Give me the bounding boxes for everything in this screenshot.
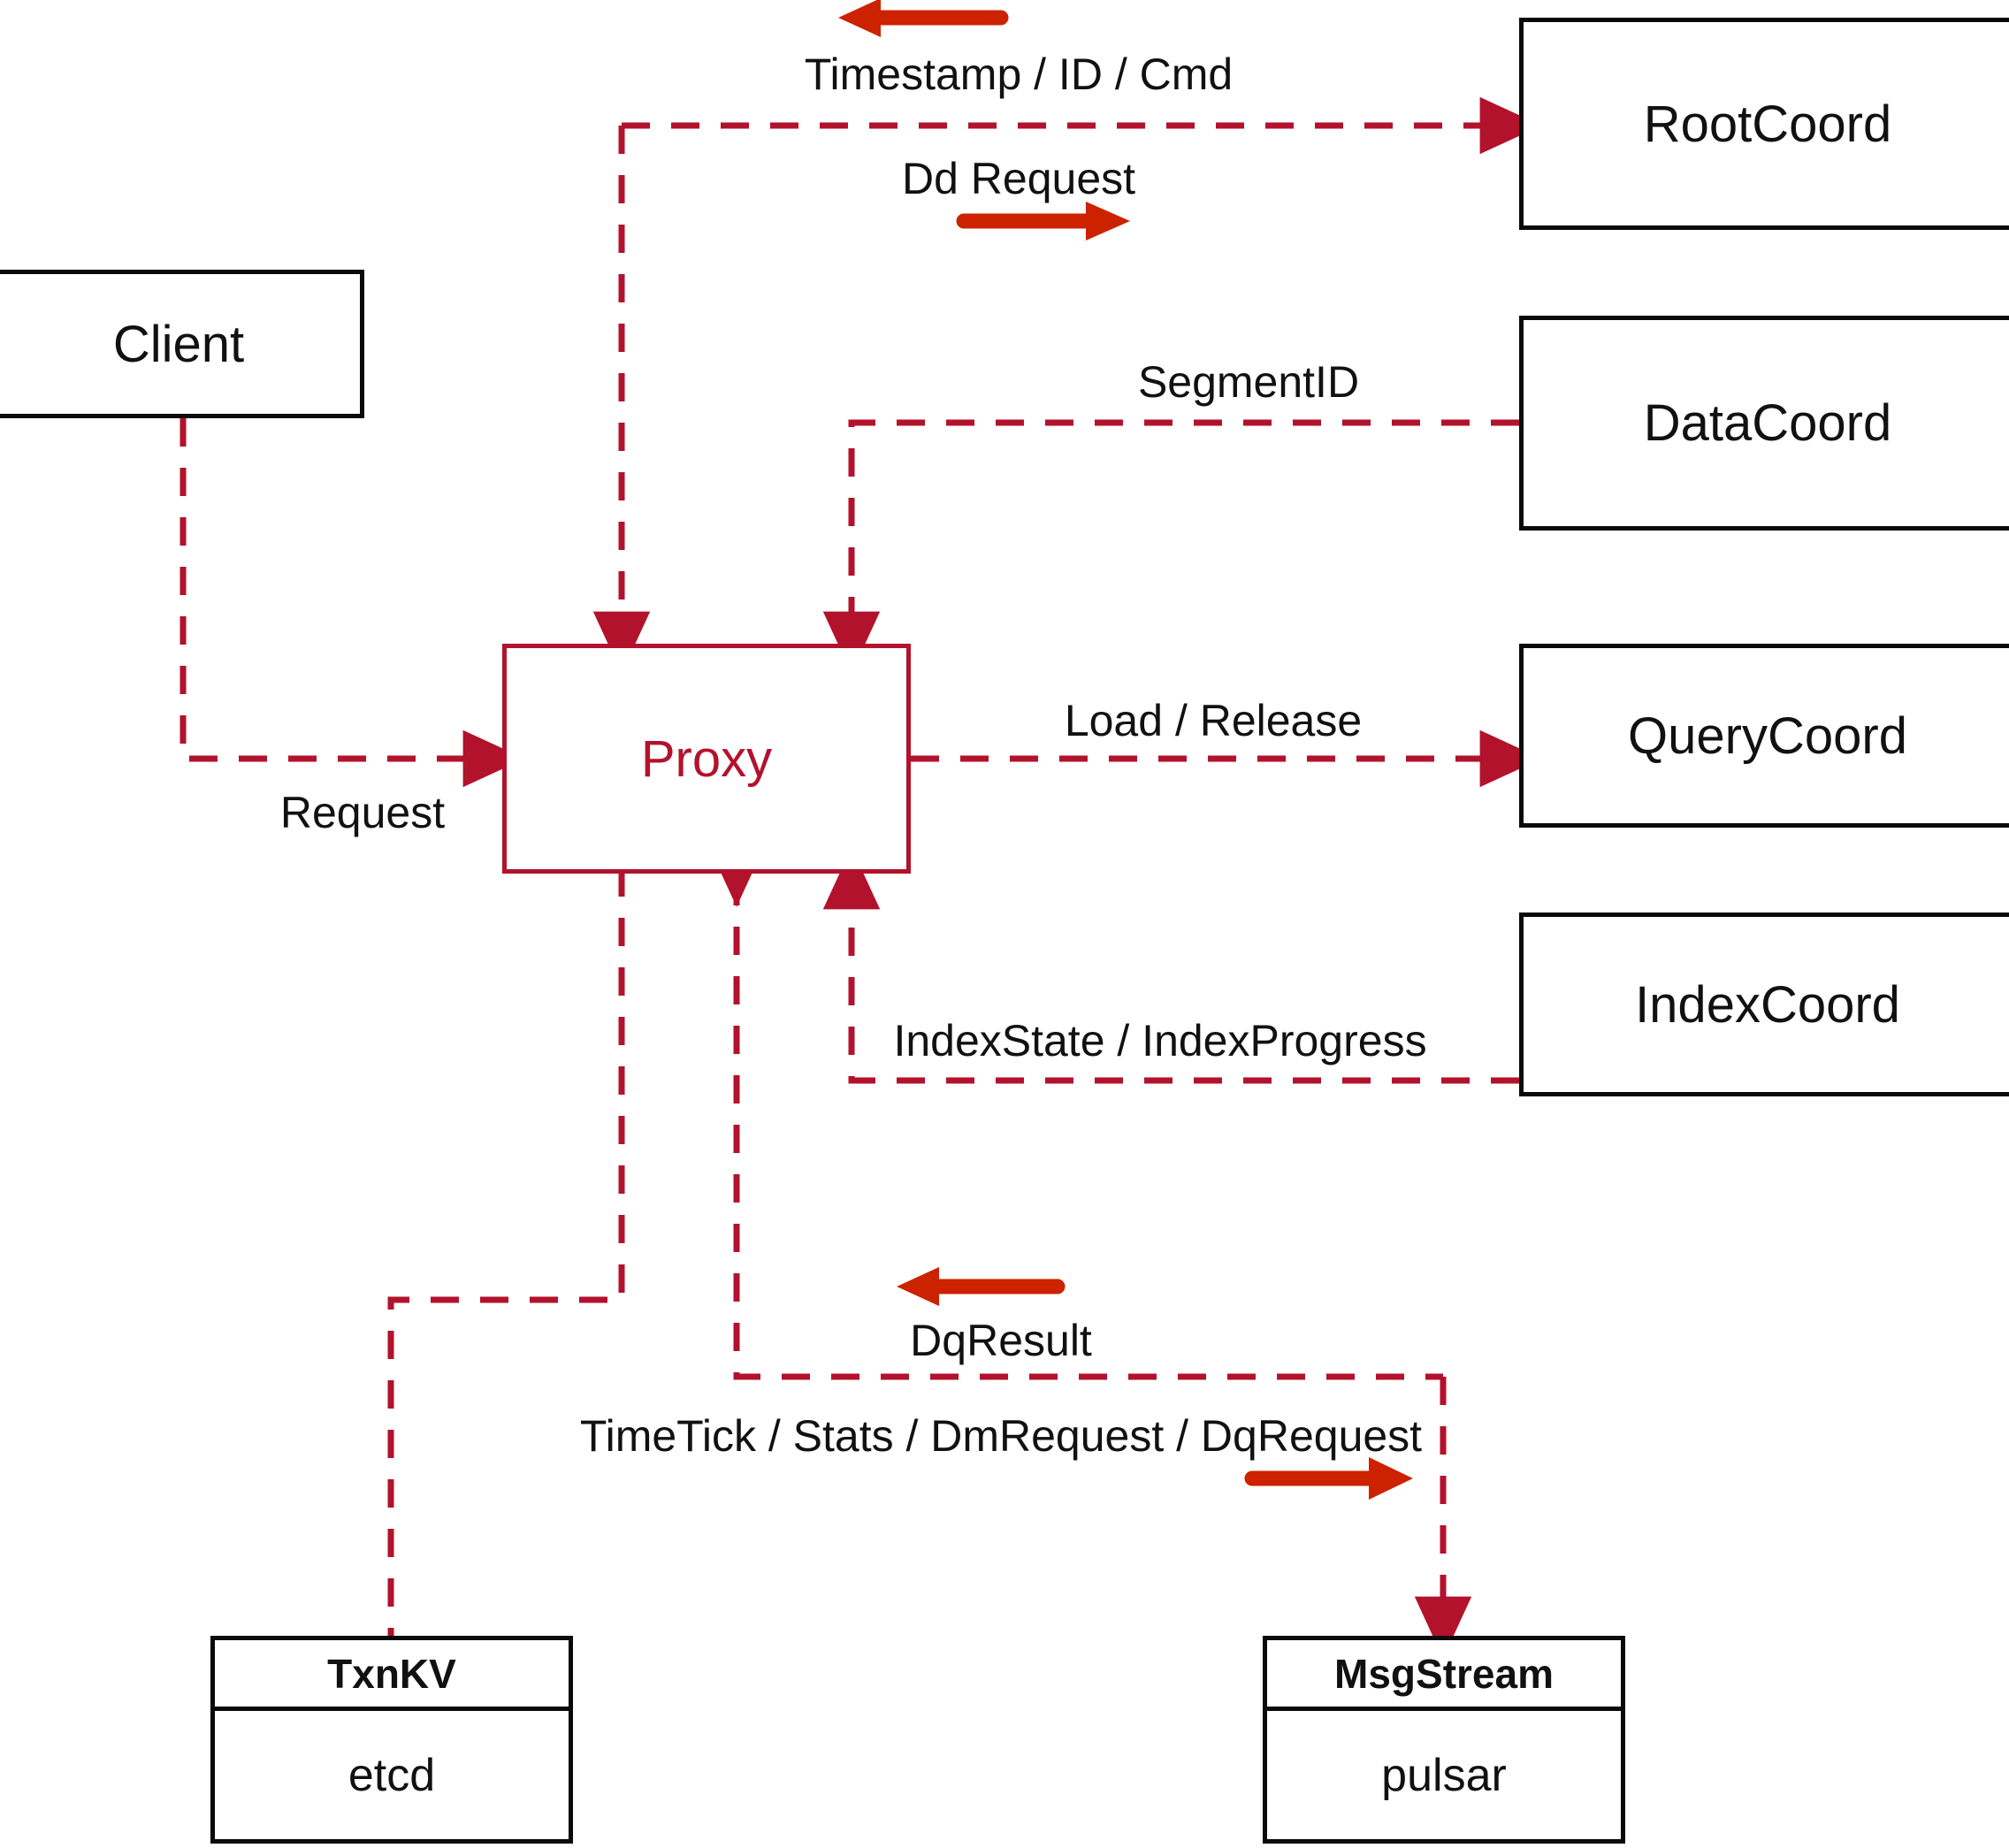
edge-msgstream-to-proxy [707, 844, 1443, 1380]
edge-label-request: Request [279, 788, 446, 837]
node-indexcoord[interactable]: IndexCoord [1519, 913, 2009, 1096]
node-txnkv-body: etcd [215, 1711, 569, 1839]
node-txnkv-label: TxnKV [327, 1650, 456, 1697]
edge-label-index-state: IndexState / IndexProgress [893, 1016, 1427, 1065]
node-client[interactable]: Client [0, 270, 364, 418]
node-datacoord[interactable]: DataCoord [1519, 316, 2009, 531]
node-proxy[interactable]: Proxy [502, 644, 911, 874]
node-proxy-label: Proxy [640, 729, 773, 788]
node-msgstream-sublabel: pulsar [1381, 1749, 1507, 1801]
node-client-label: Client [112, 315, 245, 373]
node-rootcoord[interactable]: RootCoord [1519, 18, 2009, 230]
edge-indexcoord-to-proxy [822, 847, 1519, 1084]
node-rootcoord-label: RootCoord [1643, 95, 1892, 153]
direction-arrow-timestamp-id-cmd [838, 0, 1009, 37]
edge-label-time-tick: TimeTick / Stats / DmRequest / DqRequest [579, 1411, 1423, 1461]
edge-label-segmentid: SegmentID [1137, 357, 1360, 407]
node-txnkv[interactable]: TxnKV etcd [210, 1636, 573, 1844]
edge-proxy-to-txnkv [387, 868, 625, 1636]
direction-arrow-dq-result [897, 1267, 1066, 1306]
edge-label-dd-request: Dd Request [901, 154, 1136, 203]
edge-datacoord-to-proxy [822, 419, 1519, 674]
node-indexcoord-label: IndexCoord [1635, 975, 1900, 1034]
direction-arrow-dd-request [956, 202, 1130, 241]
node-datacoord-label: DataCoord [1643, 394, 1892, 452]
node-msgstream-header: MsgStream [1267, 1640, 1621, 1711]
direction-arrow-time-tick [1244, 1457, 1413, 1500]
node-querycoord[interactable]: QueryCoord [1519, 644, 2009, 828]
node-msgstream[interactable]: MsgStream pulsar [1263, 1636, 1625, 1844]
edge-label-dq-result: DqResult [910, 1316, 1092, 1365]
node-querycoord-label: QueryCoord [1628, 706, 1907, 765]
edge-client-to-proxy [180, 418, 525, 788]
edge-label-load-release: Load / Release [1064, 696, 1363, 745]
node-txnkv-header: TxnKV [215, 1640, 569, 1711]
node-msgstream-label: MsgStream [1334, 1650, 1554, 1697]
direction-arrow-group [838, 0, 1413, 1500]
node-txnkv-sublabel: etcd [348, 1749, 436, 1801]
edge-label-timestamp-id-cmd: Timestamp / ID / Cmd [804, 50, 1234, 99]
node-msgstream-body: pulsar [1267, 1711, 1621, 1839]
